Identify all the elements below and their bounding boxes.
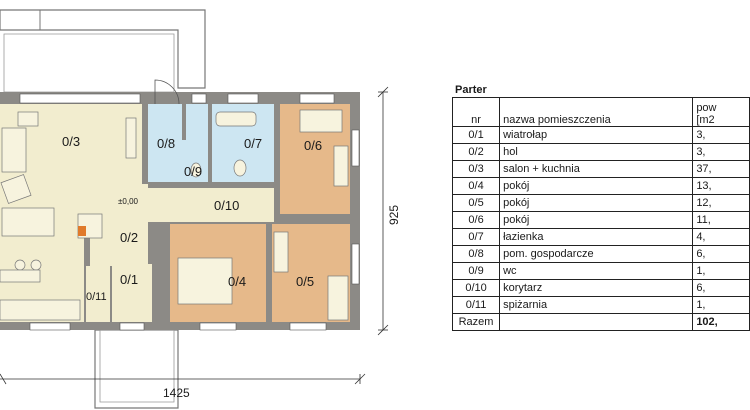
total-spacer xyxy=(499,313,694,331)
room-label-0-2: 0/2 xyxy=(120,230,138,245)
floor-plan: 0/3 0/2 0/1 0/11 0/8 0/9 0/7 0/6 0/10 0/… xyxy=(0,9,401,409)
room-0-8-upper xyxy=(186,104,208,150)
row-nr: 0/11 xyxy=(451,296,501,314)
row-nr: 0/7 xyxy=(451,228,501,246)
row-area: 1, xyxy=(692,262,750,280)
row-area: 6, xyxy=(692,279,750,297)
table-title: Parter xyxy=(455,84,487,96)
row-nr: 0/4 xyxy=(451,177,501,195)
room-label-0-11: 0/11 xyxy=(86,291,107,303)
room-0-10-area xyxy=(142,188,274,222)
row-nr: 0/8 xyxy=(451,245,501,263)
row-area: 11, xyxy=(692,211,750,229)
row-name: wc xyxy=(499,262,694,280)
dimension-width: 1425 xyxy=(163,386,190,400)
row-area: 4, xyxy=(692,228,750,246)
door-swing-top xyxy=(154,79,180,105)
table-total-row: Razem 102, xyxy=(451,313,750,331)
row-area: 3, xyxy=(692,143,750,161)
row-nr: 0/2 xyxy=(451,143,501,161)
room-label-0-5: 0/5 xyxy=(296,274,314,289)
dimension-line-width xyxy=(0,373,366,385)
row-name: salon + kuchnia xyxy=(499,160,694,178)
header-name: nazwa pomieszczenia xyxy=(499,97,694,127)
row-name: korytarz xyxy=(499,279,694,297)
room-label-0-7: 0/7 xyxy=(244,136,262,151)
header-area-unit: [m2 xyxy=(696,114,715,126)
row-area: 13, xyxy=(692,177,750,195)
total-label: Razem xyxy=(451,313,501,331)
row-area: 37, xyxy=(692,160,750,178)
row-area: 6, xyxy=(692,245,750,263)
row-name: wiatrołap xyxy=(499,126,694,144)
table-header-row: nr nazwa pomieszczenia pow [m2 xyxy=(451,97,750,127)
terrace-top xyxy=(0,9,206,93)
total-area: 102, xyxy=(692,313,750,331)
dimension-line-depth xyxy=(377,86,389,336)
fireplace-icon xyxy=(78,226,86,236)
row-name: łazienka xyxy=(499,228,694,246)
row-name: spiżarnia xyxy=(499,296,694,314)
room-label-0-3: 0/3 xyxy=(62,134,80,149)
row-name: pokój xyxy=(499,177,694,195)
level-mark: ±0,00 xyxy=(118,197,139,206)
row-nr: 0/6 xyxy=(451,211,501,229)
row-name: pom. gospodarcze xyxy=(499,245,694,263)
row-nr: 0/5 xyxy=(451,194,501,212)
header-area-top: pow xyxy=(696,102,717,114)
room-label-0-8: 0/8 xyxy=(157,136,175,151)
row-area: 1, xyxy=(692,296,750,314)
row-name: hol xyxy=(499,143,694,161)
header-nr: nr xyxy=(451,97,501,127)
header-area: pow [m2 xyxy=(692,97,750,127)
row-name: pokój xyxy=(499,194,694,212)
furniture xyxy=(0,109,349,321)
room-label-0-6: 0/6 xyxy=(304,138,322,153)
room-0-11-area xyxy=(86,266,110,322)
dimension-depth: 925 xyxy=(387,205,401,225)
row-nr: 0/10 xyxy=(451,279,501,297)
windows xyxy=(19,93,360,331)
row-area: 12, xyxy=(692,194,750,212)
room-label-0-9: 0/9 xyxy=(184,164,202,179)
row-name: pokój xyxy=(499,211,694,229)
room-label-0-1: 0/1 xyxy=(120,272,138,287)
room-label-0-10: 0/10 xyxy=(214,198,239,213)
room-0-1-area xyxy=(112,264,152,322)
room-label-0-4: 0/4 xyxy=(228,274,246,289)
row-nr: 0/1 xyxy=(451,126,501,144)
row-nr: 0/9 xyxy=(451,262,501,280)
row-nr: 0/3 xyxy=(451,160,501,178)
row-area: 3, xyxy=(692,126,750,144)
